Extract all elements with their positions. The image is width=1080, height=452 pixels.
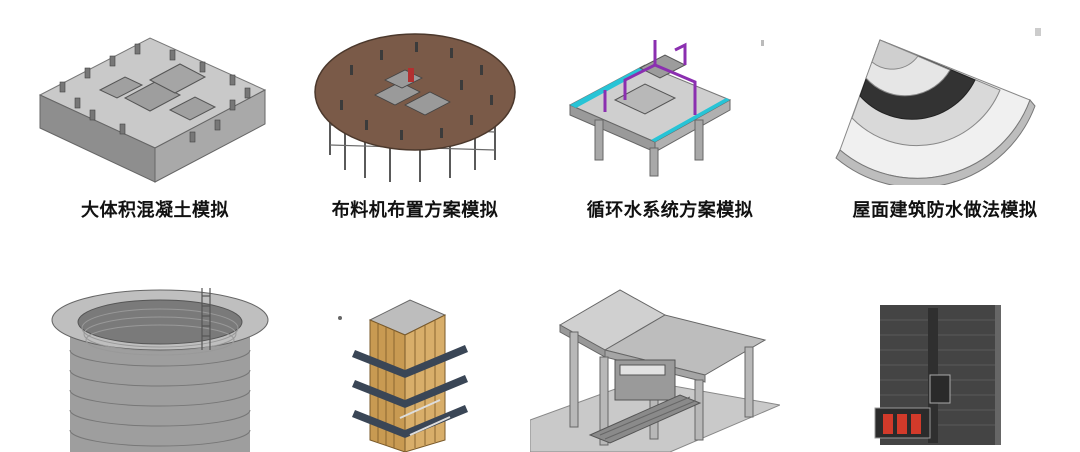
- caption-concrete: 大体积混凝土模拟: [81, 200, 229, 221]
- caption-roof: 屋面建筑防水做法模拟: [852, 200, 1038, 221]
- concrete-block-model-icon: [38, 37, 267, 183]
- cylindrical-shaft-model-icon: [51, 288, 269, 452]
- gallery-item-roof[interactable]: 屋面建筑防水做法模拟: [820, 20, 1070, 230]
- caption-spreader: 布料机布置方案模拟: [331, 200, 499, 221]
- caption-water: 循环水系统方案模拟: [586, 200, 754, 221]
- gallery-item-formwork[interactable]: [330, 290, 490, 452]
- gallery-item-shed[interactable]: [530, 285, 780, 452]
- gallery-item-spreader[interactable]: 布料机布置方案模拟: [290, 20, 540, 230]
- roof-waterproofing-layers-icon: [835, 28, 1041, 185]
- gallery-item-shaft[interactable]: [50, 280, 270, 452]
- gallery-item-hydrant[interactable]: [870, 300, 1010, 452]
- canopy-shed-structure-icon: [530, 289, 780, 452]
- gallery-item-concrete[interactable]: 大体积混凝土模拟: [30, 20, 280, 230]
- column-formwork-model-icon: [338, 299, 468, 452]
- gallery-item-water[interactable]: 循环水系统方案模拟: [545, 20, 795, 230]
- concrete-spreader-layout-icon: [314, 33, 516, 182]
- fire-hydrant-cabinet-wall-icon: [874, 305, 1001, 445]
- water-circulation-system-icon: [568, 40, 764, 177]
